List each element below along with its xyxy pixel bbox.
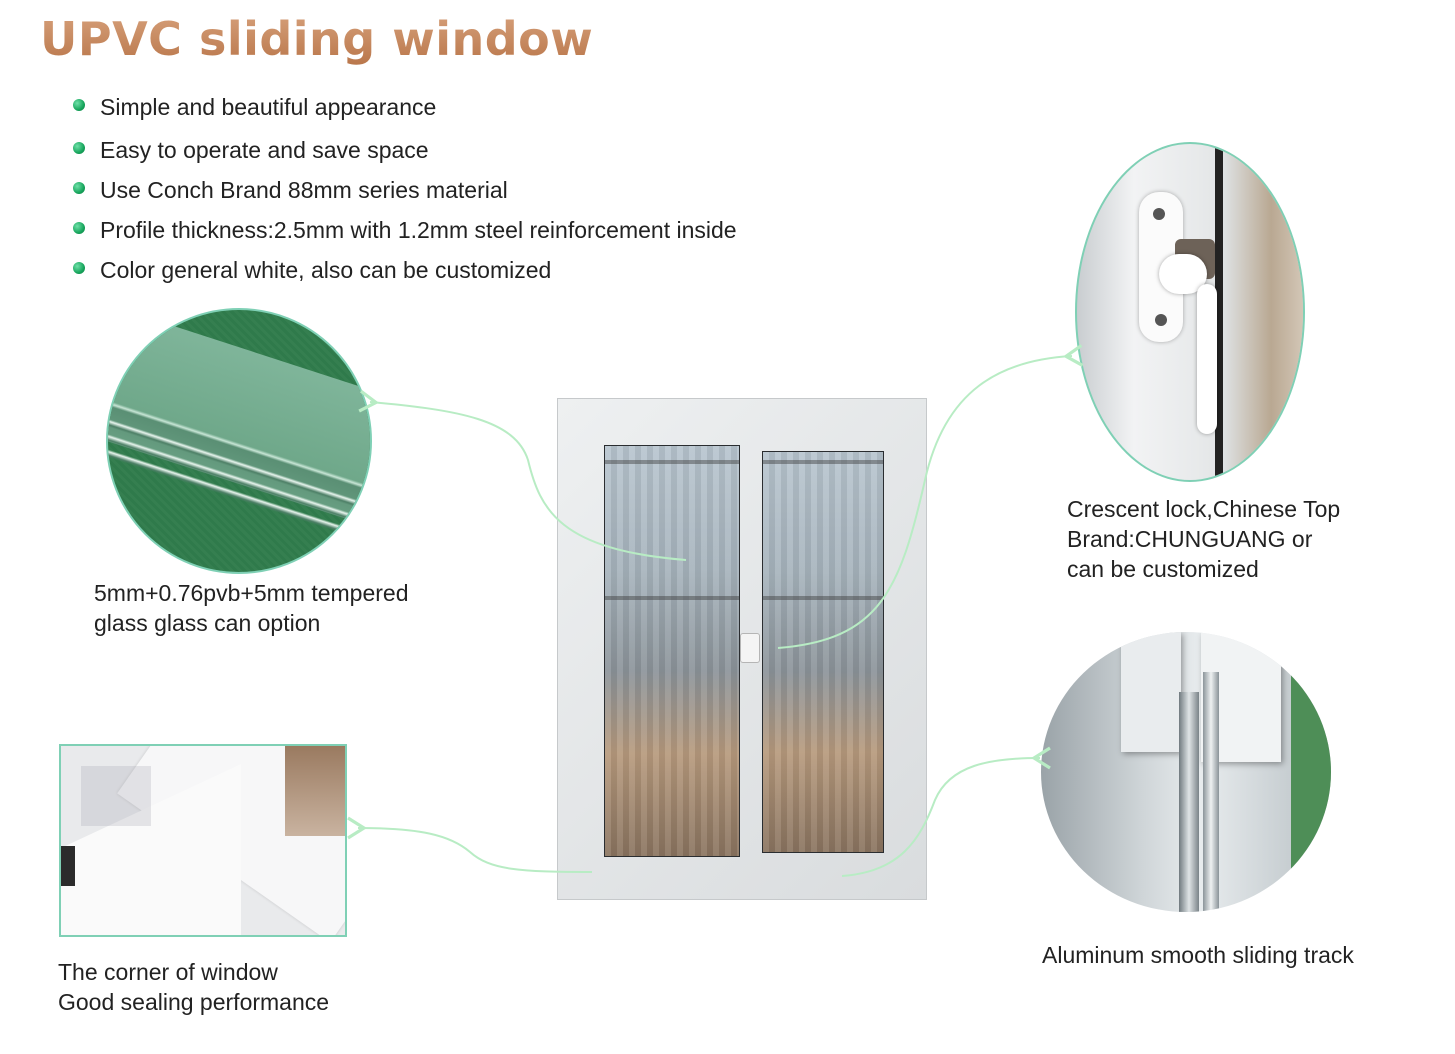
bullet-icon bbox=[73, 99, 85, 111]
feature-list: Simple and beautiful appearance Easy to … bbox=[70, 90, 737, 293]
glass-caption-line1: 5mm+0.76pvb+5mm tempered bbox=[94, 580, 409, 606]
track-caption-line1: Aluminum smooth sliding track bbox=[1042, 942, 1354, 968]
track-caption: Aluminum smooth sliding track bbox=[1042, 940, 1354, 970]
page-title: UPVC sliding window bbox=[40, 12, 594, 66]
right-glass-pane bbox=[762, 451, 884, 853]
bullet-icon bbox=[73, 182, 85, 194]
feature-text: Use Conch Brand 88mm series material bbox=[100, 177, 508, 203]
lock-caption-line2: Brand:CHUNGUANG or bbox=[1067, 526, 1313, 552]
corner-caption-line2: Good sealing performance bbox=[58, 989, 330, 1015]
feature-item: Simple and beautiful appearance bbox=[70, 90, 737, 130]
bullet-icon bbox=[73, 262, 85, 274]
glass-caption: 5mm+0.76pvb+5mm tempered glass glass can… bbox=[94, 578, 409, 638]
sash-handle bbox=[740, 633, 760, 663]
glass-caption-line2: glass glass can option bbox=[94, 610, 321, 636]
corner-caption-line1: The corner of window bbox=[58, 959, 278, 985]
lock-detail-image bbox=[1075, 142, 1305, 482]
feature-text: Easy to operate and save space bbox=[100, 137, 429, 163]
bullet-icon bbox=[73, 222, 85, 234]
track-detail-image bbox=[1041, 632, 1331, 912]
lock-caption-line3: can be customized bbox=[1067, 556, 1259, 582]
sliding-window-image bbox=[557, 398, 927, 900]
left-glass-pane bbox=[604, 445, 740, 857]
feature-item: Profile thickness:2.5mm with 1.2mm steel… bbox=[70, 213, 737, 253]
feature-item: Use Conch Brand 88mm series material bbox=[70, 173, 737, 213]
feature-item: Easy to operate and save space bbox=[70, 133, 737, 173]
feature-text: Simple and beautiful appearance bbox=[100, 94, 437, 120]
corner-caption: The corner of window Good sealing perfor… bbox=[58, 957, 329, 1017]
glass-detail-image bbox=[106, 308, 372, 574]
feature-item: Color general white, also can be customi… bbox=[70, 253, 737, 293]
feature-text: Color general white, also can be customi… bbox=[100, 257, 552, 283]
lock-caption-line1: Crescent lock,Chinese Top bbox=[1067, 496, 1341, 522]
feature-text: Profile thickness:2.5mm with 1.2mm steel… bbox=[100, 217, 737, 243]
bullet-icon bbox=[73, 142, 85, 154]
corner-detail-image bbox=[59, 744, 347, 937]
lock-caption: Crescent lock,Chinese Top Brand:CHUNGUAN… bbox=[1067, 494, 1340, 584]
